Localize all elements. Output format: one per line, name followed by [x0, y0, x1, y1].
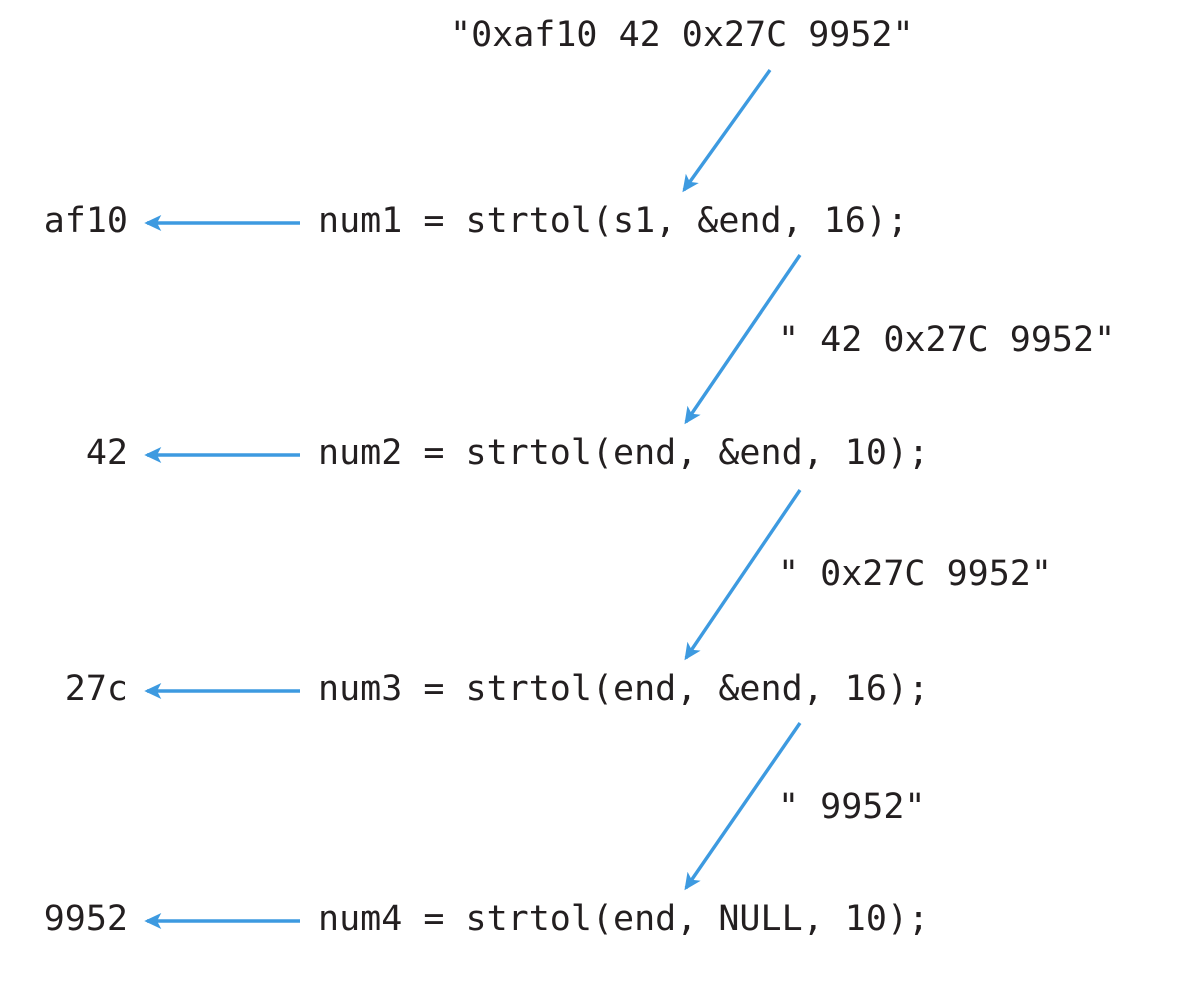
result-value-0: af10 — [43, 201, 128, 241]
input-string-label: "0xaf10 42 0x27C 9952" — [450, 15, 914, 55]
code-line-0: num1 = strtol(s1, &end, 16); — [318, 201, 909, 241]
remaining-string-1: " 0x27C 9952" — [778, 554, 1052, 594]
diagonal-arrow-0 — [682, 69, 772, 193]
result-value-3: 9952 — [43, 899, 128, 939]
code-line-2: num3 = strtol(end, &end, 16); — [318, 669, 930, 709]
remaining-string-0: " 42 0x27C 9952" — [778, 320, 1116, 360]
remaining-string-2: " 9952" — [778, 787, 926, 827]
code-line-3: num4 = strtol(end, NULL, 10); — [318, 899, 930, 939]
result-value-2: 27c — [64, 669, 128, 709]
code-line-1: num2 = strtol(end, &end, 10); — [318, 433, 930, 473]
result-value-1: 42 — [85, 433, 128, 473]
